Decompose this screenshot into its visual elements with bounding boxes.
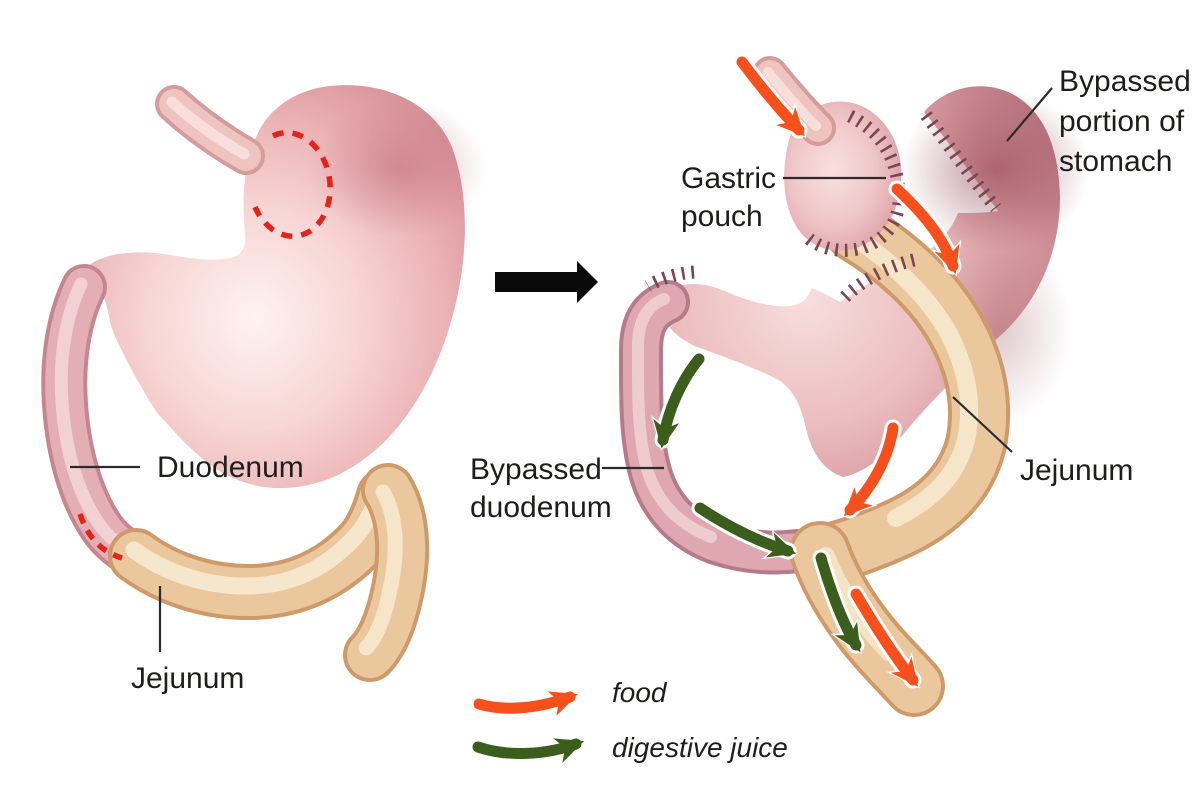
- legend-food-label: food: [612, 677, 667, 708]
- esophagus: [155, 85, 265, 175]
- duodenum-label: Duodenum: [157, 451, 304, 484]
- transform-arrow: [495, 261, 598, 303]
- digestive-juice-arrows: [650, 350, 865, 655]
- food-arrow-jejunum: [843, 422, 899, 517]
- jejunum: [108, 463, 430, 682]
- fundus-shading: [310, 98, 486, 238]
- legend-juice-arrow: [472, 738, 585, 763]
- jejunum-label-after: Jejunum: [1020, 454, 1134, 487]
- staple-lines: [644, 110, 1002, 303]
- food-arrows: [733, 53, 962, 689]
- legend-food-arrow: [473, 691, 579, 716]
- bypassed-stomach-leader-line: [1006, 87, 1053, 142]
- staple-line-stomach-stump: [839, 253, 916, 303]
- duodenum: [41, 264, 161, 580]
- gastric-pouch-label: Gastric pouch: [681, 162, 777, 233]
- bypassed-stomach-label: Bypassed portion of stomach: [1059, 65, 1191, 178]
- bypassed-duodenum: [618, 280, 820, 575]
- after-figure: [602, 53, 1090, 717]
- bypassed-duodenum-label: Bypassed duodenum: [470, 453, 612, 524]
- legend: [469, 688, 587, 767]
- food-arrow-pouch-outlet: [891, 183, 960, 275]
- jejunum-label-before: Jejunum: [131, 662, 245, 695]
- fundus-shading: [900, 88, 1090, 252]
- juice-arrow-duodenum-lower: [694, 502, 797, 558]
- jejunum-leader-line: [952, 396, 1013, 453]
- juice-arrow-duodenum-upper: [653, 353, 705, 449]
- food-arrow-esophagus: [736, 56, 805, 137]
- juice-arrow-common-limb: [815, 552, 862, 653]
- legend-juice-label: digestive juice: [612, 732, 788, 763]
- duodenum-resection-dashed-line: [77, 513, 123, 561]
- pouch-resection-dashed-line: [252, 129, 333, 239]
- before-figure: [41, 85, 486, 682]
- food-arrow-common-limb: [850, 588, 919, 687]
